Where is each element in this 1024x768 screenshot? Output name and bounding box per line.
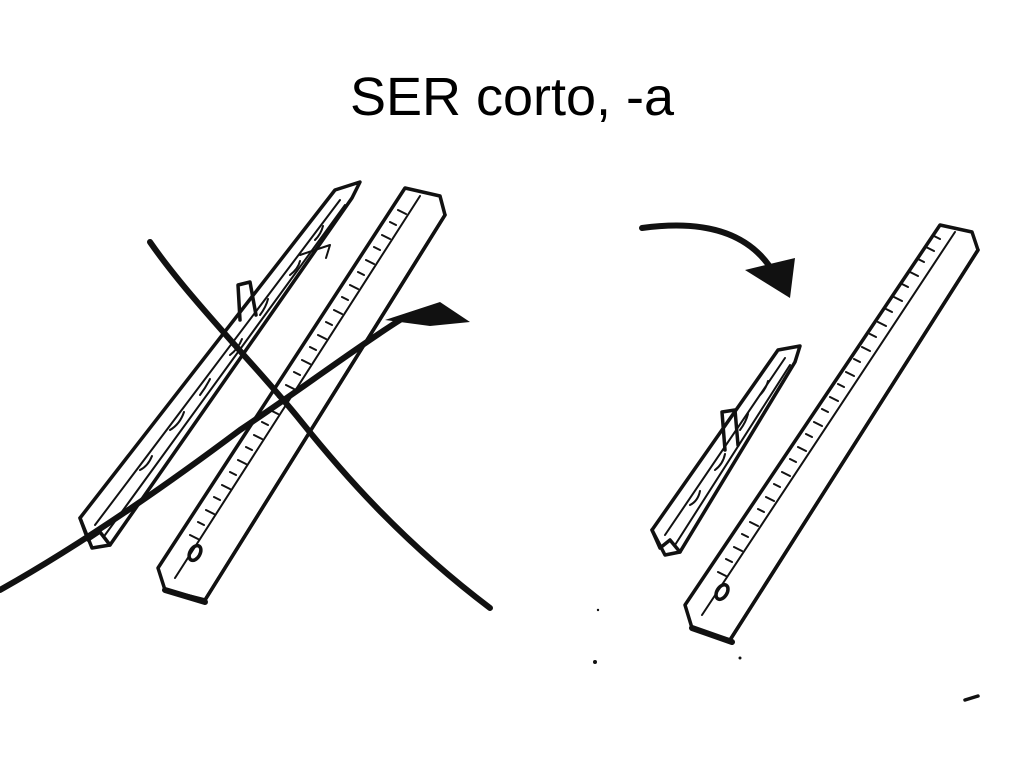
left-panel <box>0 180 493 611</box>
ink-specks <box>593 608 980 702</box>
long-stick <box>78 180 362 550</box>
pointer-arrow <box>385 302 470 326</box>
cross-out-mark <box>0 239 493 611</box>
slide-title: SER corto, -a <box>349 67 675 127</box>
ruler-right <box>683 223 980 645</box>
right-panel <box>593 222 980 702</box>
short-stick <box>650 344 802 557</box>
curved-arrow <box>639 222 795 298</box>
